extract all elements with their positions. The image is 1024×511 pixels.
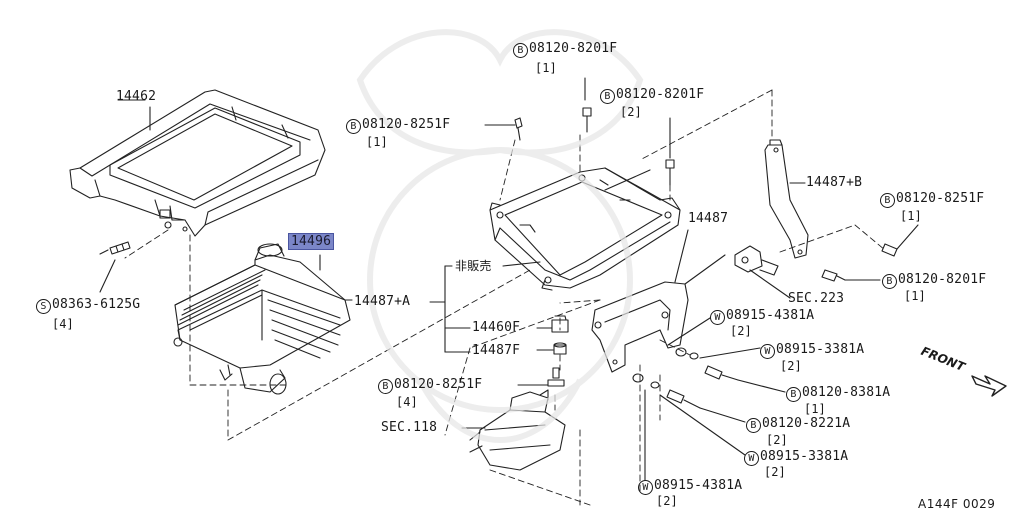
part-label-14462[interactable]: 14462 [116, 89, 157, 104]
drawing-id: A144F 0029 [918, 497, 996, 511]
part-label-14487A[interactable]: 14487+A [354, 294, 411, 309]
qty-b8201-right: [1] [904, 289, 926, 303]
part-label-14487[interactable]: 14487 [688, 211, 729, 226]
qty-w3381-b: [2] [764, 465, 786, 479]
fastener-code: 08915-3381A [776, 342, 865, 357]
circle-b-icon: B [882, 274, 897, 289]
circle-b-icon: B [746, 418, 761, 433]
qty-b8201-top: [1] [535, 61, 557, 75]
fastener-code: 08120-8381A [802, 385, 891, 400]
fastener-code: 08120-8251F [362, 117, 451, 132]
part-label-14487F[interactable]: 14487F [472, 343, 521, 358]
qty-b8251-right: [1] [900, 209, 922, 223]
collar-14487F [553, 342, 567, 355]
bolt-8221 [666, 389, 701, 409]
qty-s08363: [4] [52, 317, 74, 331]
fastener-code: 08363-6125G [52, 297, 141, 312]
circle-b-icon: B [378, 379, 393, 394]
circle-b-icon: B [346, 119, 361, 134]
fastener-code: 08120-8201F [529, 41, 618, 56]
qty-w4381-a: [2] [730, 324, 752, 338]
intercooler-cover-14462 [69, 89, 326, 237]
sensor-sec223 [734, 245, 779, 276]
bolt-8201-right [821, 269, 846, 282]
bolt-8381 [704, 365, 739, 381]
circle-w-icon: W [760, 344, 775, 359]
fastener-code: 08120-8201F [898, 272, 987, 287]
qty-b8251-top: [1] [366, 135, 388, 149]
fastener-code: 08120-8251F [896, 191, 985, 206]
circle-b-icon: B [600, 89, 615, 104]
ref-sec223[interactable]: SEC.223 [788, 291, 845, 306]
fastener-code: 08915-4381A [654, 478, 743, 493]
screw-08363 [99, 241, 131, 255]
circle-s-icon: S [36, 299, 51, 314]
circle-w-icon: W [638, 480, 653, 495]
circle-b-icon: B [513, 43, 528, 58]
part-label-14487B[interactable]: 14487+B [806, 175, 863, 190]
fastener-code: 08915-4381A [726, 308, 815, 323]
bolt-8201-mid [665, 159, 675, 186]
qty-b8201-mid: [2] [620, 105, 642, 119]
bracket-frame-14487 [489, 167, 681, 291]
bracket-14487B [764, 139, 809, 259]
fastener-code: 08120-8201F [616, 87, 705, 102]
qty-b8221: [2] [766, 433, 788, 447]
circle-w-icon: W [744, 451, 759, 466]
circle-b-icon: B [880, 193, 895, 208]
bolt-8251-right [881, 243, 898, 257]
circle-w-icon: W [710, 310, 725, 325]
fastener-code: 08915-3381A [760, 449, 849, 464]
bolt-8251-top [514, 117, 523, 141]
ref-sec118[interactable]: SEC.118 [381, 420, 438, 435]
intercooler-14496 [173, 243, 351, 395]
part-label-14460F[interactable]: 14460F [472, 320, 521, 335]
fastener-code: 08120-8221A [762, 416, 851, 431]
not-sold-label: 非販売 [455, 259, 492, 273]
fastener-code: 08120-8251F [394, 377, 483, 392]
bolt-8201-top [582, 107, 592, 133]
bolt-8251-low [547, 367, 565, 387]
front-arrow [971, 375, 1007, 397]
qty-b8251-low: [4] [396, 395, 418, 409]
circle-b-icon: B [786, 387, 801, 402]
qty-b8381: [1] [804, 402, 826, 416]
qty-w3381-a: [2] [780, 359, 802, 373]
highlighted-part-14496[interactable]: 14496 [288, 233, 335, 250]
qty-w4381-b: [2] [656, 494, 678, 508]
part-label-14496[interactable]: 14496 [288, 233, 335, 250]
